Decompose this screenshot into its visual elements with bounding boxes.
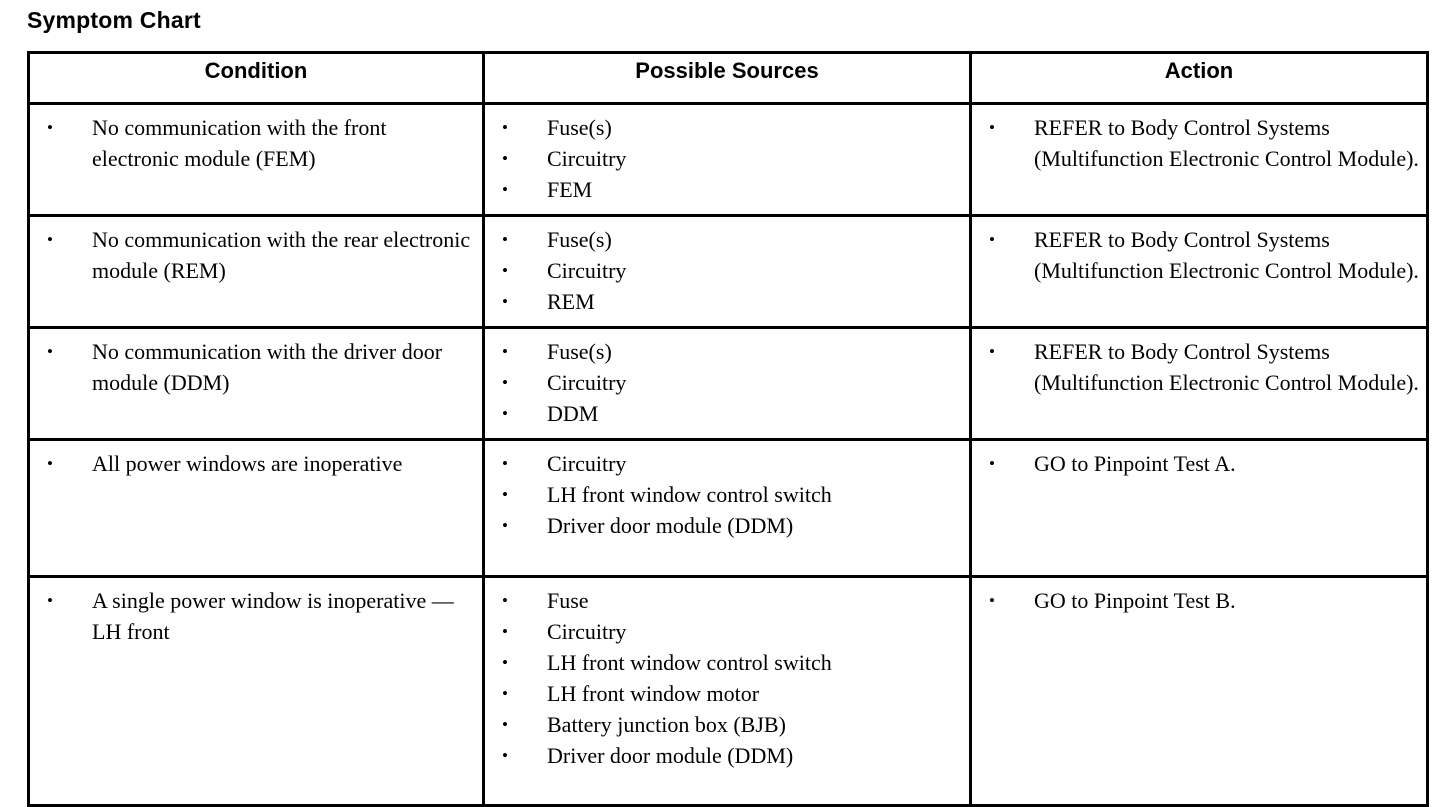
table-header: Condition Possible Sources Action bbox=[27, 51, 1429, 105]
symptom-chart-page: Symptom Chart Condition Possible Sources… bbox=[0, 0, 1456, 784]
action-list: GO to Pinpoint Test B. bbox=[978, 585, 1420, 616]
table-row: No communication with the rear electroni… bbox=[27, 214, 1429, 329]
cell-action: REFER to Body Control Systems (Multifunc… bbox=[969, 214, 1429, 329]
action-list: GO to Pinpoint Test A. bbox=[978, 448, 1420, 479]
cell-possible-sources: Fuse(s) Circuitry FEM bbox=[482, 102, 972, 217]
table-row: All power windows are inoperative Circui… bbox=[27, 438, 1429, 578]
list-item: Fuse(s) bbox=[491, 336, 963, 367]
list-item: Fuse bbox=[491, 585, 963, 616]
sources-list: Fuse(s) Circuitry DDM bbox=[491, 336, 963, 429]
cell-action: REFER to Body Control Systems (Multifunc… bbox=[969, 326, 1429, 441]
list-item: No communication with the front electron… bbox=[36, 112, 476, 174]
list-item: REFER to Body Control Systems (Multifunc… bbox=[978, 336, 1420, 398]
cell-condition: No communication with the driver door mo… bbox=[27, 326, 485, 441]
sources-list: Fuse(s) Circuitry REM bbox=[491, 224, 963, 317]
list-item: Circuitry bbox=[491, 616, 963, 647]
list-item: REM bbox=[491, 286, 963, 317]
table-row: No communication with the driver door mo… bbox=[27, 326, 1429, 441]
cell-action: GO to Pinpoint Test A. bbox=[969, 438, 1429, 578]
sources-list: Fuse Circuitry LH front window control s… bbox=[491, 585, 963, 771]
sources-list: Fuse(s) Circuitry FEM bbox=[491, 112, 963, 205]
list-item: Fuse(s) bbox=[491, 112, 963, 143]
list-item: GO to Pinpoint Test B. bbox=[978, 585, 1420, 616]
list-item: REFER to Body Control Systems (Multifunc… bbox=[978, 224, 1420, 286]
cell-condition: All power windows are inoperative bbox=[27, 438, 485, 578]
cell-possible-sources: Circuitry LH front window control switch… bbox=[482, 438, 972, 578]
list-item: Circuitry bbox=[491, 255, 963, 286]
cell-condition: A single power window is inoperative — L… bbox=[27, 575, 485, 807]
column-header-possible-sources: Possible Sources bbox=[482, 51, 972, 105]
list-item: REFER to Body Control Systems (Multifunc… bbox=[978, 112, 1420, 174]
cell-action: REFER to Body Control Systems (Multifunc… bbox=[969, 102, 1429, 217]
cell-condition: No communication with the rear electroni… bbox=[27, 214, 485, 329]
list-item: LH front window motor bbox=[491, 678, 963, 709]
list-item: No communication with the rear electroni… bbox=[36, 224, 476, 286]
page-title: Symptom Chart bbox=[27, 7, 201, 33]
condition-list: A single power window is inoperative — L… bbox=[36, 585, 476, 647]
cell-possible-sources: Fuse Circuitry LH front window control s… bbox=[482, 575, 972, 807]
list-item: Circuitry bbox=[491, 367, 963, 398]
list-item: LH front window control switch bbox=[491, 479, 963, 510]
action-list: REFER to Body Control Systems (Multifunc… bbox=[978, 224, 1420, 286]
list-item: Circuitry bbox=[491, 143, 963, 174]
list-item: LH front window control switch bbox=[491, 647, 963, 678]
table-header-row: Condition Possible Sources Action bbox=[27, 51, 1429, 105]
list-item: All power windows are inoperative bbox=[36, 448, 476, 479]
cell-action: GO to Pinpoint Test B. bbox=[969, 575, 1429, 807]
sources-list: Circuitry LH front window control switch… bbox=[491, 448, 963, 541]
action-list: REFER to Body Control Systems (Multifunc… bbox=[978, 112, 1420, 174]
condition-list: No communication with the driver door mo… bbox=[36, 336, 476, 398]
list-item: Driver door module (DDM) bbox=[491, 510, 963, 541]
list-item: A single power window is inoperative — L… bbox=[36, 585, 476, 647]
condition-list: No communication with the front electron… bbox=[36, 112, 476, 174]
condition-list: No communication with the rear electroni… bbox=[36, 224, 476, 286]
list-item: Battery junction box (BJB) bbox=[491, 709, 963, 740]
table-row: A single power window is inoperative — L… bbox=[27, 575, 1429, 807]
column-header-action: Action bbox=[969, 51, 1429, 105]
list-item: GO to Pinpoint Test A. bbox=[978, 448, 1420, 479]
list-item: Circuitry bbox=[491, 448, 963, 479]
cell-possible-sources: Fuse(s) Circuitry DDM bbox=[482, 326, 972, 441]
cell-condition: No communication with the front electron… bbox=[27, 102, 485, 217]
table-row: No communication with the front electron… bbox=[27, 102, 1429, 217]
list-item: Driver door module (DDM) bbox=[491, 740, 963, 771]
list-item: DDM bbox=[491, 398, 963, 429]
symptom-chart-table: Condition Possible Sources Action No com… bbox=[27, 51, 1429, 807]
list-item: No communication with the driver door mo… bbox=[36, 336, 476, 398]
table-body: No communication with the front electron… bbox=[27, 102, 1429, 807]
cell-possible-sources: Fuse(s) Circuitry REM bbox=[482, 214, 972, 329]
column-header-condition: Condition bbox=[27, 51, 485, 105]
condition-list: All power windows are inoperative bbox=[36, 448, 476, 479]
list-item: FEM bbox=[491, 174, 963, 205]
action-list: REFER to Body Control Systems (Multifunc… bbox=[978, 336, 1420, 398]
list-item: Fuse(s) bbox=[491, 224, 963, 255]
